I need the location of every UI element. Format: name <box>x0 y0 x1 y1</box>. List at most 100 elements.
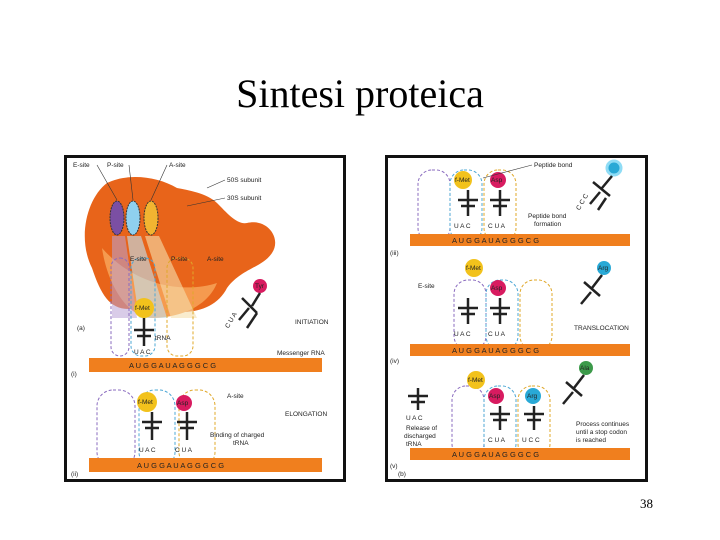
e-site-label-iv: E-site <box>418 283 435 290</box>
e-site-outline <box>110 257 130 357</box>
mrna-sequence-ii: A U G G A U A G G G C G <box>137 461 224 470</box>
a-site-label-ii: A-site <box>227 393 244 400</box>
initiation-label: INITIATION <box>295 319 329 326</box>
fmet-amino-acid-ii <box>137 392 157 412</box>
fmet-amino-acid-iii <box>454 171 472 189</box>
free-amino-acid-iii <box>605 159 623 177</box>
a-site-label: A-site <box>207 256 224 263</box>
process-label-3: is reached <box>576 437 606 444</box>
part-a-label: (a) <box>77 325 85 332</box>
fmet-amino-acid-v <box>467 371 485 389</box>
asp-amino-acid-iv <box>490 280 506 296</box>
mrna-sequence-iii: A U G G A U A G G G C G <box>452 236 539 245</box>
v-e-site-outline <box>451 385 485 459</box>
anticodon-ii-2: C U A <box>175 447 193 454</box>
ala-amino-acid-v <box>579 361 593 375</box>
release-label-3: tRNA <box>406 441 422 448</box>
e-site-pocket <box>109 200 125 236</box>
anticodon-v-1: C U A <box>488 437 506 444</box>
asp-amino-acid-iii <box>490 172 506 188</box>
binding-label-2: tRNA <box>233 440 249 447</box>
free-trna-iii <box>589 175 613 211</box>
asp-amino-acid-v <box>488 388 504 404</box>
process-label-2: until a stop codon <box>576 429 627 436</box>
translocation-label: TRANSLOCATION <box>574 325 629 332</box>
50s-subunit-label: 50S subunit <box>227 177 262 184</box>
part-b-label: (b) <box>398 471 406 478</box>
p-site-outline <box>130 257 156 357</box>
tyr-label: Tyr <box>255 283 265 290</box>
anticodon-iv-1: U A C <box>454 331 471 338</box>
a-site-label-top: A-site <box>169 162 186 169</box>
anticodon-i: U A C <box>134 349 151 356</box>
fmet-label-ii: f-Met <box>138 399 153 406</box>
mrna-strand-ii <box>89 458 322 472</box>
part-i-label: (i) <box>71 371 77 378</box>
asp-label-iv: Asp <box>491 285 503 292</box>
part-ii-label: (ii) <box>71 471 78 478</box>
messenger-rna-label: Messenger RNA <box>277 350 325 357</box>
fmet-label-v: f-Met <box>468 377 483 384</box>
slide-title: Sintesi proteica <box>236 71 484 116</box>
release-label-2: discharged <box>404 433 436 440</box>
initiator-trna <box>134 318 154 346</box>
trna-label: tRNA <box>155 335 171 342</box>
arg-label-iv: Arg <box>598 265 609 272</box>
e-site-label-top: E-site <box>73 162 90 169</box>
trnas-iii <box>458 190 510 216</box>
loose-trna-anticodon: C U A <box>224 311 239 330</box>
iii-p-site-outline <box>449 169 483 243</box>
a-site-channel <box>145 236 197 318</box>
ii-e-site-outline <box>96 389 136 469</box>
fmet-amino-acid-iv <box>465 259 483 277</box>
fmet-label-iii: f-Met <box>455 177 470 184</box>
anticodon-iii-1: U A C <box>454 223 471 230</box>
page-number: 38 <box>640 496 653 511</box>
mrna-sequence-iv: A U G G A U A G G G C G <box>452 346 539 355</box>
arg-label-v: Arg <box>527 393 538 400</box>
v-p-site-outline <box>483 385 517 459</box>
a-site-pocket <box>143 200 159 236</box>
mrna-strand-i <box>89 358 322 372</box>
arg-amino-acid-v <box>525 388 541 404</box>
mrna-sequence-i: A U G G A U A G G G C G <box>129 361 216 370</box>
ccc-label: C C C <box>575 193 590 212</box>
released-trna <box>408 388 428 410</box>
binding-label-1: Binding of charged <box>210 432 265 439</box>
fmet-label-iv: f-Met <box>466 265 481 272</box>
asp-label-v: Asp <box>489 393 501 400</box>
translation-elongation-figure: f-Met Asp Peptide bond U A C C U A Pepti… <box>385 155 648 482</box>
iv-a-site-outline <box>519 279 553 351</box>
anticodon-v-2: U C C <box>522 437 540 444</box>
anticodon-ii-1: U A C <box>139 447 156 454</box>
elongation-label: ELONGATION <box>285 411 327 418</box>
peptide-formation-label-1: Peptide bond <box>528 213 567 220</box>
loose-trna <box>238 292 262 329</box>
release-label-1: Release of <box>406 425 437 432</box>
peptide-bond-label: Peptide bond <box>534 162 573 169</box>
ala-label-v: Ala <box>580 365 590 372</box>
part-v-label: (v) <box>390 463 398 470</box>
peptide-formation-label-2: formation <box>534 221 561 228</box>
v-a-site-outline <box>517 385 551 459</box>
trna-fmet-ii <box>142 412 162 440</box>
initiation-diagram: E-site P-site A-site 50S subunit 30S sub… <box>71 162 329 478</box>
process-label-1: Process continues <box>576 421 630 428</box>
trnas-iv <box>458 298 510 324</box>
p-site-channel <box>127 236 167 318</box>
mrna-strand-iii <box>410 234 630 246</box>
free-trna-iv <box>580 274 603 305</box>
30s-subunit-label: 30S subunit <box>227 195 262 202</box>
free-trna-v <box>562 374 585 405</box>
fmet-label: f-Met <box>135 305 150 312</box>
mrna-sequence-v: A U G G A U A G G G C G <box>452 450 539 459</box>
fmet-amino-acid <box>134 298 154 318</box>
asp-amino-acid-ii <box>176 395 192 411</box>
part-iv-label: (iv) <box>390 358 399 365</box>
part-iii-label: (iii) <box>390 250 399 257</box>
trnas-v <box>490 406 544 430</box>
p-site-label: P-site <box>171 256 188 263</box>
trna-asp-ii <box>177 412 197 440</box>
asp-label-iii: Asp <box>491 177 503 184</box>
anticodon-iv-2: C U A <box>488 331 506 338</box>
